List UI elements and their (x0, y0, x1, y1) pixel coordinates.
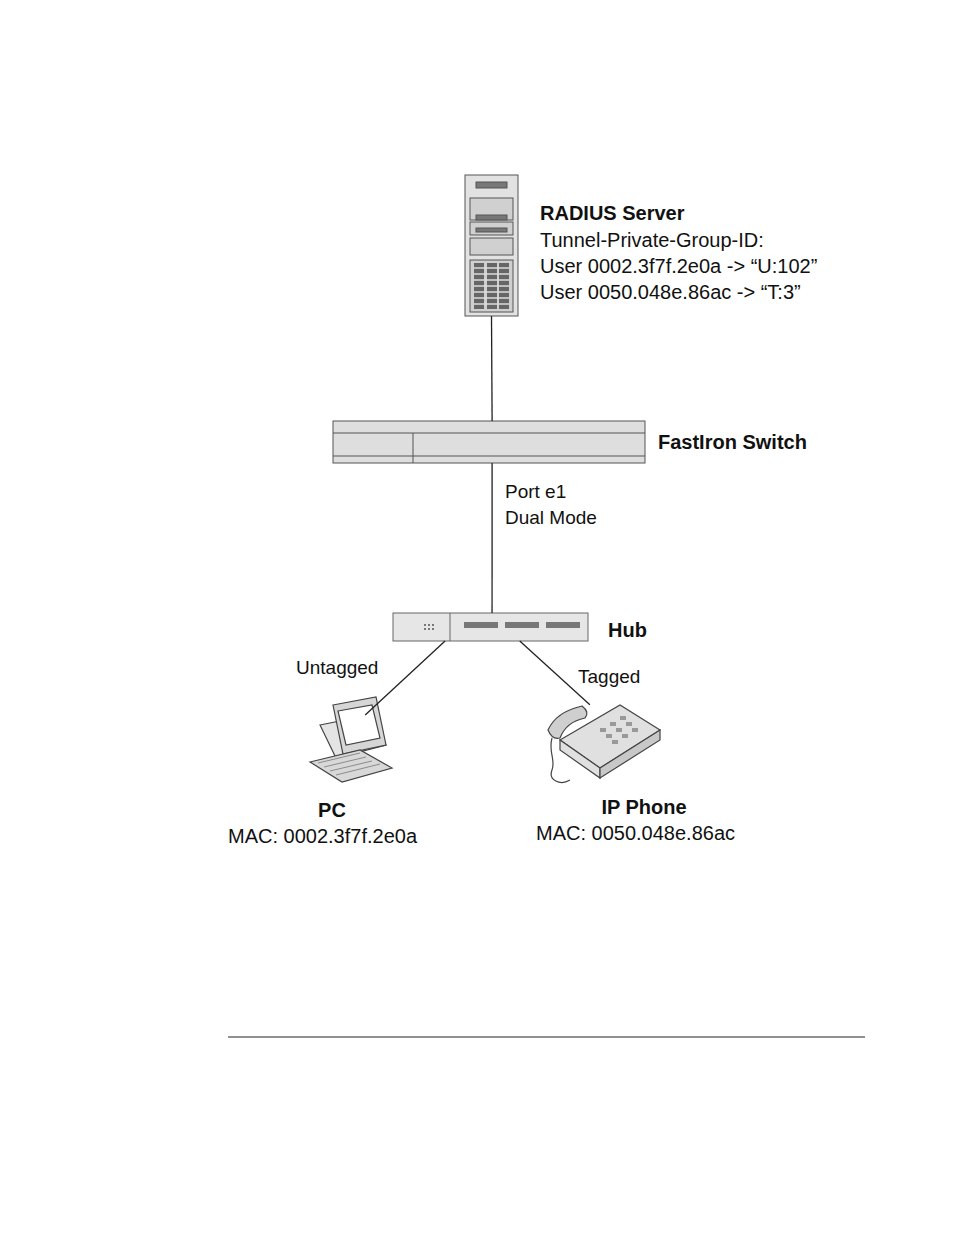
node-title: IP Phone (601, 795, 686, 819)
node-title: PC (318, 798, 346, 822)
node-text: Tunnel-Private-Group-ID: (540, 228, 764, 252)
edge-label: Port e1 Dual Mode (503, 479, 607, 531)
pc-node: PCMAC: 0002.3f7f.2e0a (310, 690, 390, 790)
node-text: User 0002.3f7f.2e0a -> “U:102” (540, 254, 817, 278)
server-icon (465, 175, 518, 316)
edge-label: Untagged (294, 655, 380, 681)
node-title: FastIron Switch (658, 430, 807, 454)
node-text: MAC: 0002.3f7f.2e0a (228, 824, 417, 848)
connector-line (491, 316, 493, 421)
phone-icon (548, 705, 660, 782)
switch-node: FastIron Switch (333, 421, 645, 463)
hub-icon (393, 613, 588, 641)
edge-label: Tagged (576, 664, 642, 690)
phone-node: IP PhoneMAC: 0050.048e.86ac (545, 700, 660, 780)
pc-icon (310, 697, 392, 782)
hub-node: Hub (393, 613, 588, 641)
switch-icon (333, 421, 645, 463)
connector-line (491, 463, 492, 613)
node-text: MAC: 0050.048e.86ac (536, 821, 735, 845)
page-rule (228, 1037, 865, 1038)
node-text: User 0050.048e.86ac -> “T:3” (540, 280, 801, 304)
server-node: RADIUS ServerTunnel-Private-Group-ID:Use… (465, 175, 518, 316)
node-title: RADIUS Server (540, 201, 685, 225)
node-title: Hub (608, 618, 647, 642)
